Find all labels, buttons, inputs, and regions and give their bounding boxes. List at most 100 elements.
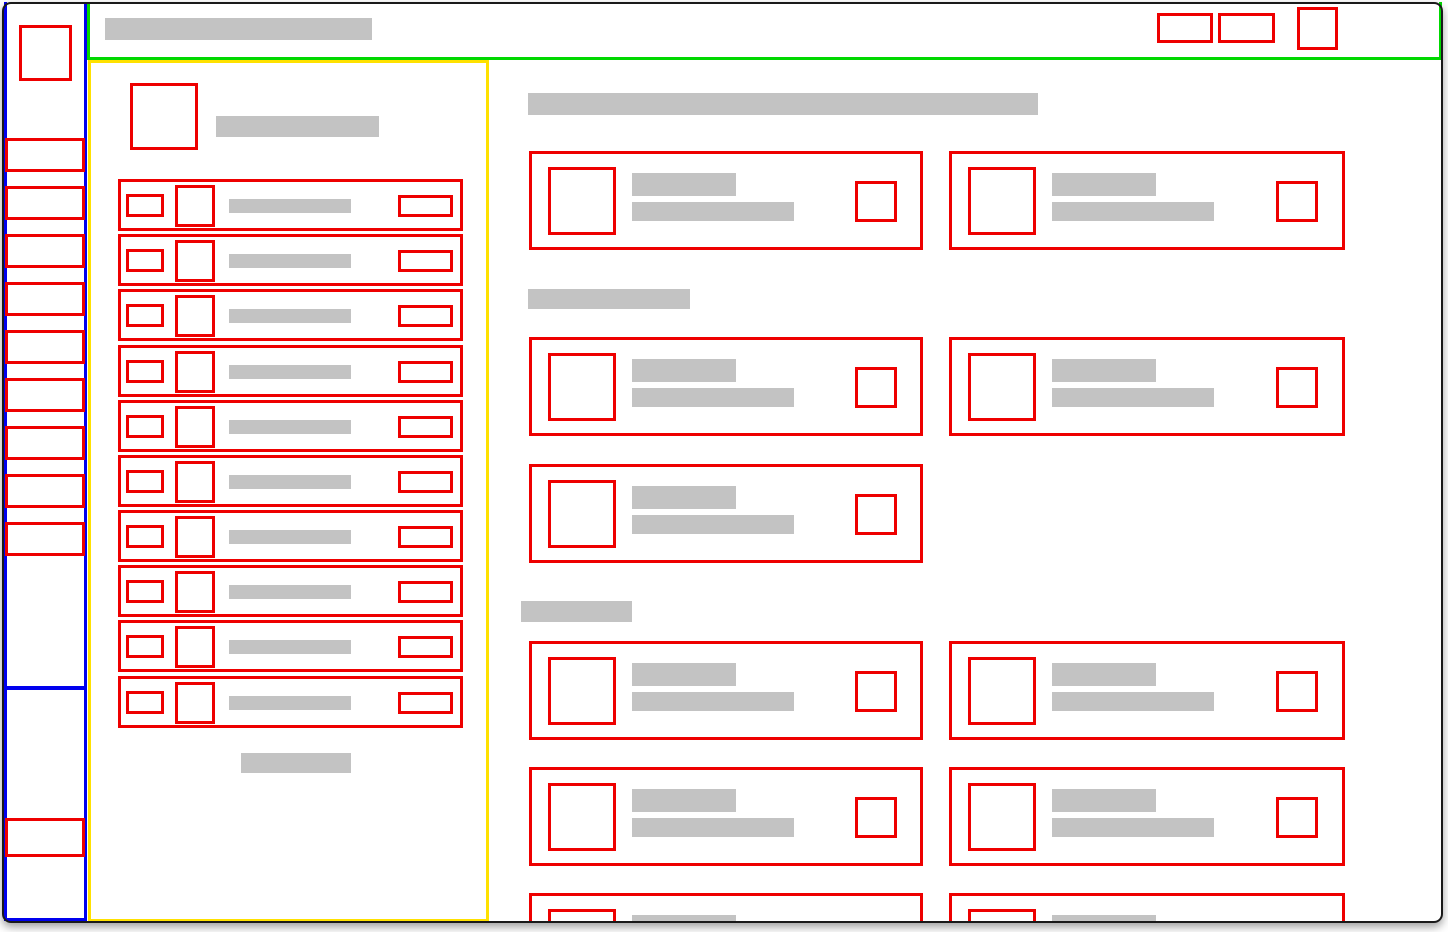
list-item-action-button[interactable] [398, 526, 453, 548]
list-item-3[interactable] [118, 289, 463, 341]
card-checkbox[interactable] [855, 671, 897, 712]
list-item-label-placeholder [229, 696, 351, 710]
card-icon [968, 353, 1036, 421]
list-item-avatar-icon [175, 406, 215, 448]
list-item-6[interactable] [118, 455, 463, 507]
app-logo[interactable] [19, 25, 72, 81]
list-item-checkbox[interactable] [126, 525, 164, 548]
card-icon [968, 783, 1036, 851]
list-item-avatar-icon [175, 626, 215, 668]
list-item-action-button[interactable] [398, 361, 453, 383]
card-checkbox[interactable] [855, 797, 897, 838]
card-subtitle-placeholder [632, 388, 794, 407]
list-item-action-button[interactable] [398, 581, 453, 603]
sidebar-nav-item-7[interactable] [5, 426, 85, 460]
sidebar-nav-item-2[interactable] [5, 186, 85, 220]
card-icon [548, 783, 616, 851]
card-icon [548, 353, 616, 421]
section-1-card[interactable] [949, 151, 1345, 250]
list-item-action-button[interactable] [398, 416, 453, 438]
section-3-card[interactable] [949, 767, 1345, 866]
list-item-checkbox[interactable] [126, 635, 164, 658]
list-item-8[interactable] [118, 565, 463, 617]
sidebar-nav-item-8[interactable] [5, 474, 85, 508]
card-icon [548, 167, 616, 235]
list-item-action-button[interactable] [398, 305, 453, 327]
list-item-action-button[interactable] [398, 692, 453, 714]
list-item-checkbox[interactable] [126, 470, 164, 493]
list-item-action-button[interactable] [398, 250, 453, 272]
list-item-avatar-icon [175, 571, 215, 613]
list-item-checkbox[interactable] [126, 415, 164, 438]
list-item-checkbox[interactable] [126, 691, 164, 714]
list-item-label-placeholder [229, 365, 351, 379]
card-subtitle-placeholder [632, 818, 794, 837]
list-item-checkbox[interactable] [126, 360, 164, 383]
card-checkbox[interactable] [1276, 797, 1318, 838]
section-3-card[interactable] [529, 893, 923, 923]
card-checkbox[interactable] [855, 181, 897, 222]
list-item-checkbox[interactable] [126, 304, 164, 327]
section-1-header-placeholder [528, 93, 1038, 115]
card-subtitle-placeholder [632, 692, 794, 711]
sidebar-nav-item-4[interactable] [5, 282, 85, 316]
list-item-1[interactable] [118, 179, 463, 231]
card-title-placeholder [632, 663, 736, 686]
list-item-action-button[interactable] [398, 471, 453, 493]
topbar-action-3-button[interactable] [1297, 7, 1338, 50]
section-3-card[interactable] [529, 767, 923, 866]
list-item-5[interactable] [118, 400, 463, 452]
sidebar-nav-item-6[interactable] [5, 378, 85, 412]
list-item-checkbox[interactable] [126, 580, 164, 603]
section-3-header-placeholder [521, 601, 632, 622]
list-item-label-placeholder [229, 640, 351, 654]
panel-avatar[interactable] [130, 83, 198, 150]
section-3-card[interactable] [949, 893, 1345, 923]
list-item-label-placeholder [229, 475, 351, 489]
card-checkbox[interactable] [855, 494, 897, 535]
card-title-placeholder [632, 359, 736, 382]
sidebar-nav-item-3[interactable] [5, 234, 85, 268]
card-subtitle-placeholder [632, 515, 794, 534]
list-item-label-placeholder [229, 530, 351, 544]
list-item-checkbox[interactable] [126, 249, 164, 272]
list-item-9[interactable] [118, 620, 463, 672]
card-checkbox[interactable] [1276, 181, 1318, 222]
list-item-10[interactable] [118, 676, 463, 728]
card-checkbox[interactable] [855, 367, 897, 408]
list-item-avatar-icon [175, 240, 215, 282]
section-3-card[interactable] [529, 641, 923, 740]
list-item-avatar-icon [175, 295, 215, 337]
list-item-avatar-icon [175, 682, 215, 724]
sidebar-nav-item-1[interactable] [5, 138, 85, 172]
list-item-action-button[interactable] [398, 195, 453, 217]
section-1-card[interactable] [529, 151, 923, 250]
section-2-card[interactable] [949, 337, 1345, 436]
list-item-4[interactable] [118, 345, 463, 397]
section-2-card[interactable] [529, 464, 923, 563]
card-checkbox[interactable] [1276, 367, 1318, 408]
list-item-avatar-icon [175, 516, 215, 558]
card-icon [968, 909, 1036, 923]
list-item-action-button[interactable] [398, 636, 453, 658]
list-item-7[interactable] [118, 510, 463, 562]
section-3-card[interactable] [949, 641, 1345, 740]
sidebar-bottom-item-1[interactable] [5, 818, 85, 857]
topbar-action-2-button[interactable] [1218, 13, 1275, 43]
section-2-card[interactable] [529, 337, 923, 436]
sidebar-nav-item-5[interactable] [5, 330, 85, 364]
card-title-placeholder [1052, 915, 1156, 923]
topbar-action-1-button[interactable] [1157, 13, 1213, 43]
panel-footer-label-placeholder [241, 753, 351, 773]
card-title-placeholder [1052, 359, 1156, 382]
list-item-label-placeholder [229, 199, 351, 213]
list-item-label-placeholder [229, 254, 351, 268]
list-item-label-placeholder [229, 420, 351, 434]
sidebar-nav-item-9[interactable] [5, 522, 85, 556]
card-checkbox[interactable] [1276, 671, 1318, 712]
list-item-2[interactable] [118, 234, 463, 286]
card-icon [968, 167, 1036, 235]
list-item-checkbox[interactable] [126, 194, 164, 217]
card-subtitle-placeholder [1052, 202, 1214, 221]
